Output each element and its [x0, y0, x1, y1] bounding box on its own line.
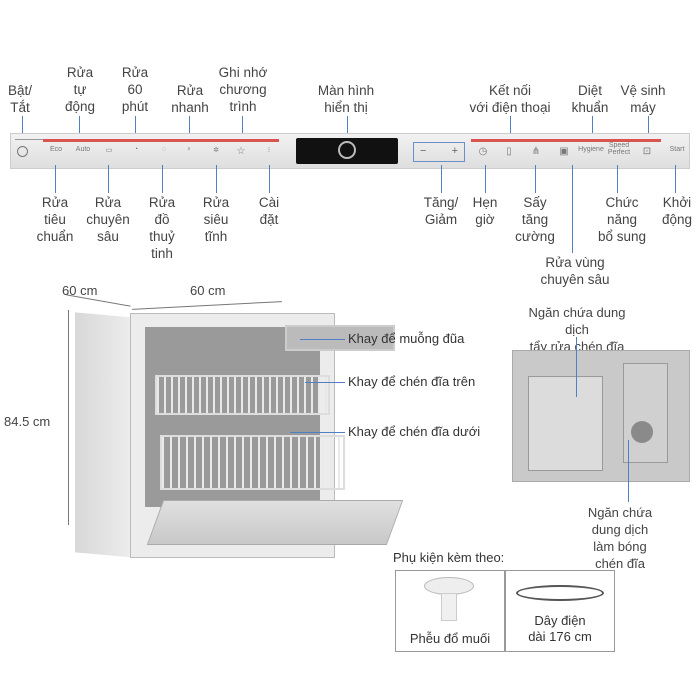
- dimension-height: 84.5 cm: [4, 414, 51, 429]
- minus-plus-control[interactable]: − +: [413, 142, 465, 162]
- dry-icon[interactable]: ⋔: [531, 146, 541, 157]
- timer-icon[interactable]: ◷: [478, 146, 488, 157]
- accessory-funnel: Phễu đổ muối: [395, 570, 505, 652]
- label-60min: Rửa 60 phút: [121, 65, 149, 114]
- start-button[interactable]: Start: [669, 146, 685, 153]
- label-intensive: Rửa chuyên sâu: [86, 195, 130, 244]
- eco-button[interactable]: Eco: [49, 146, 63, 153]
- label-glass: Rửa đồ thuỷ tinh: [148, 195, 176, 261]
- label-zone: Rửa vùng chuyên sâu: [540, 255, 610, 287]
- dimension-depth: 60 cm: [190, 283, 226, 298]
- dishwasher-image: [75, 305, 404, 560]
- label-rinse-aid: Ngăn chứa dung dịch làm bóng chén đĩa: [587, 505, 653, 571]
- settings-icon[interactable]: ⁝: [267, 147, 271, 154]
- label-extra-functions: Chức năng bổ sung: [597, 195, 647, 244]
- display-screen: [296, 138, 398, 164]
- accessories-title: Phụ kiện kèm theo:: [393, 550, 505, 565]
- phone-icon[interactable]: ▯: [506, 146, 512, 157]
- speed-perfect-button[interactable]: Speed Perfect: [607, 142, 631, 156]
- label-cutlery-tray: Khay để muỗng đũa: [348, 331, 465, 346]
- quick-icon[interactable]: ♀: [186, 146, 192, 153]
- control-panel: Eco Auto ▭ ◔ ◌ ♀ ✲ ☆ ⁝ − + ◷ ▯ ⋔ ▣ Hygie…: [10, 133, 690, 169]
- label-start: Khởi động: [661, 195, 693, 227]
- label-upper-rack: Khay để chén đĩa trên: [348, 374, 476, 389]
- auto-button[interactable]: Auto: [75, 146, 91, 153]
- label-quick: Rửa nhanh: [171, 83, 209, 115]
- detergent-dispenser-image: [512, 350, 690, 482]
- label-plus-minus: Tăng/ Giảm: [423, 195, 459, 227]
- label-silence: Rửa siêu tĩnh: [202, 195, 230, 244]
- 60min-icon[interactable]: ◔: [133, 146, 139, 153]
- plus-button[interactable]: +: [451, 145, 458, 157]
- label-settings: Cài đặt: [258, 195, 280, 227]
- zone-icon[interactable]: ▣: [559, 146, 569, 157]
- label-hygiene: Diệt khuẩn: [571, 83, 609, 115]
- label-phone: Kết nối với điện thoại: [469, 83, 551, 115]
- label-eco: Rửa tiêu chuẩn: [36, 195, 74, 244]
- silence-icon[interactable]: ✲: [213, 147, 219, 154]
- power-icon[interactable]: [17, 146, 28, 157]
- accessory-power-cord: Dây điện dài 176 cm: [505, 570, 615, 652]
- label-extra-dry: Sấy tăng cường: [515, 195, 555, 244]
- glass-icon[interactable]: ◌: [161, 146, 167, 153]
- minus-button[interactable]: −: [420, 145, 427, 157]
- hygiene-button[interactable]: Hygiene: [578, 146, 604, 153]
- label-detergent: Ngăn chứa dung dịch tẩy rửa chén đĩa: [528, 305, 626, 354]
- intensive-icon[interactable]: ▭: [105, 147, 113, 154]
- brand-logo-icon: [338, 141, 356, 159]
- label-favorite: Ghi nhớ chương trình: [218, 65, 268, 114]
- label-display: Màn hình hiển thị: [317, 83, 375, 115]
- machine-care-icon[interactable]: ⊡: [642, 146, 652, 157]
- label-auto-wash: Rửa tự động: [64, 65, 96, 114]
- power-cord-icon: [516, 585, 604, 601]
- label-power: Bật/ Tắt: [7, 83, 33, 115]
- favorite-star-icon[interactable]: ☆: [236, 146, 246, 157]
- label-machine-care: Vệ sinh máy: [620, 83, 666, 115]
- dimension-width: 60 cm: [62, 283, 98, 298]
- label-timer: Hẹn giờ: [472, 195, 498, 227]
- label-lower-rack: Khay để chén đĩa dưới: [348, 424, 481, 439]
